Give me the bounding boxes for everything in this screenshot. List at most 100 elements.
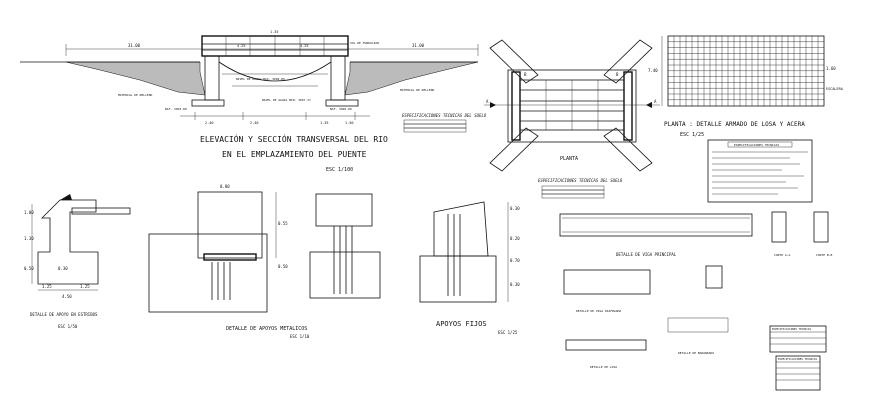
elevation-scale: ESC 1/100 <box>326 167 353 173</box>
spec-box-title: ESPECIFICACIONES TECNICAS <box>734 143 779 147</box>
dim-label: 31.00 <box>128 43 141 48</box>
dim-label: 0.70 <box>510 258 520 263</box>
dim-label: 0.50 <box>278 264 288 269</box>
wingwall-ne <box>603 39 653 84</box>
elevation-title: EN EL EMPLAZAMIENTO DEL PUENTE <box>222 150 367 159</box>
dim-label: ESCALERA <box>826 87 844 91</box>
dim-label: 0.30 <box>510 282 520 287</box>
dim-label: 0.55 <box>278 221 288 226</box>
dim-label: 0.30 <box>510 206 520 211</box>
spec-box-header <box>727 141 793 148</box>
dim-label: 1.35 <box>320 121 328 125</box>
seat-block <box>60 194 72 200</box>
spec-row <box>403 119 467 125</box>
plan-view: A A B B PLANTA <box>484 39 660 172</box>
note: SOL DE FUNDACION <box>350 41 379 45</box>
slab-detail: DETALLE DE LOSA DETALLE DE BARANDADO <box>565 317 729 369</box>
center-support-detail <box>309 193 381 299</box>
main-beam-detail: DETALLE DE VIGA PRINCIPAL <box>559 213 753 257</box>
terrain-left <box>65 61 206 96</box>
beam-top <box>315 193 373 227</box>
spec-row <box>403 127 467 133</box>
wingwall-nw <box>489 39 539 84</box>
beam-cross-sections: CORTE A-A CORTE B-B <box>771 211 832 257</box>
beam-end <box>71 207 131 215</box>
detail-scale: ESC 1/50 <box>58 324 78 329</box>
soil-spec-note-b: ESPECIFICACIONES TECNICAS DEL SUELO <box>538 178 623 199</box>
plan-letter: A <box>486 99 489 104</box>
spec-row <box>403 123 467 129</box>
dim-label: 0.80 <box>220 184 230 189</box>
diaphragm-beam <box>563 269 651 295</box>
dim-label: 4.25 <box>237 44 245 48</box>
table-title: ESPECIFICACIONES TECNICAS <box>772 327 811 331</box>
spec-note-title: ESPECIFICACIONES TECNICAS DEL SUELO <box>538 178 623 183</box>
slab-section <box>565 339 647 351</box>
detail-title: DETALLE DE APOYO EN ESTRIBOS <box>30 312 98 317</box>
dim-label: 2.40 <box>205 121 213 125</box>
dim-label: 1.30 <box>24 236 34 241</box>
note: MATERIAL DE RELLENO <box>118 93 153 97</box>
dim-label: 0.50 <box>24 266 34 271</box>
plan-outline <box>507 69 637 143</box>
dim-label: 1.60 <box>826 66 836 71</box>
abutment-left <box>204 55 220 101</box>
dim-label: 7.40 <box>648 68 658 73</box>
plan-letter: B <box>616 72 619 77</box>
soil-spec-note-a: ESPECIFICACIONES TECNICAS DEL SUELO <box>402 113 487 133</box>
note: NIVEL DE AGUAS MIN. 3097.37 <box>262 98 311 102</box>
plan-title: PLANTA <box>560 156 578 162</box>
spec-box: ESPECIFICACIONES TECNICAS <box>707 139 813 203</box>
note: NAF. 3096.00 <box>330 107 352 111</box>
river-bed <box>218 61 332 82</box>
table-title: ESPECIFICACIONES TECNICAS <box>778 357 817 361</box>
detail-title: DETALLE DE LOSA <box>590 365 617 369</box>
pier-block <box>148 233 268 313</box>
dim-label: 1.00 <box>24 210 34 215</box>
slab-plan-title: PLANTA : DETALLE ARMADO DE LOSA Y ACERA <box>664 121 805 128</box>
note: MATERIAL DE RELLENO <box>400 88 435 92</box>
footing-left <box>191 99 225 107</box>
fixed-support-detail: 0.30 0.20 0.70 0.30 APOYOS FIJOS ESC 1/2… <box>419 201 520 335</box>
table-b <box>775 355 821 391</box>
dim-label: 1.25 <box>42 284 52 289</box>
spec-box-frame <box>707 139 813 203</box>
plan-abutment <box>511 71 521 141</box>
main-beam <box>559 213 753 237</box>
dim-label: 31.00 <box>412 43 425 48</box>
section-marker <box>490 102 496 108</box>
section-label: CORTE A-A <box>774 253 790 257</box>
diaphragm-detail: DETALLE DE VIGA DIAFRAGMA <box>563 265 723 313</box>
beam-section <box>197 191 263 259</box>
wingwall-se <box>603 127 653 172</box>
section-b <box>813 211 829 243</box>
wingwall-sw <box>489 127 539 172</box>
detail-scale: ESC 1/25 <box>498 330 518 335</box>
detail-title: DETALLE DE VIGA DIAFRAGMA <box>576 309 621 313</box>
elevation-title: ELEVACIÓN Y SECCIÓN TRANSVERSAL DEL RIO <box>200 133 388 144</box>
dim-label: 4.50 <box>62 294 72 299</box>
schedule-tables: ESPECIFICACIONES TECNICAS ESPECIFICACION… <box>769 325 827 391</box>
detail-scale: ESC 1/10 <box>290 334 310 339</box>
pier-wall <box>433 201 489 257</box>
detail-title: DETALLE DE VIGA PRINCIPAL <box>616 252 677 257</box>
terrain-right <box>344 61 479 96</box>
spec-row <box>541 185 605 191</box>
plan-letter: A <box>654 99 657 104</box>
abutment-profile <box>37 199 99 285</box>
spec-note-title: ESPECIFICACIONES TECNICAS DEL SUELO <box>402 113 487 118</box>
dim-label: 1.35 <box>270 30 278 34</box>
plan-letter: B <box>524 72 527 77</box>
table-a <box>769 325 827 353</box>
spec-row <box>541 189 605 195</box>
slab-edge <box>667 317 729 333</box>
section-marker <box>646 102 652 108</box>
plan-abutment <box>623 71 633 141</box>
section-a <box>771 211 787 243</box>
dim-label: 1.50 <box>345 121 353 125</box>
elevation-section: 31.00 31.00 4.25 4.25 1.35 2.40 2.40 1.3… <box>20 30 479 173</box>
abutment-right <box>330 55 346 101</box>
dim-label: 4.25 <box>300 44 308 48</box>
